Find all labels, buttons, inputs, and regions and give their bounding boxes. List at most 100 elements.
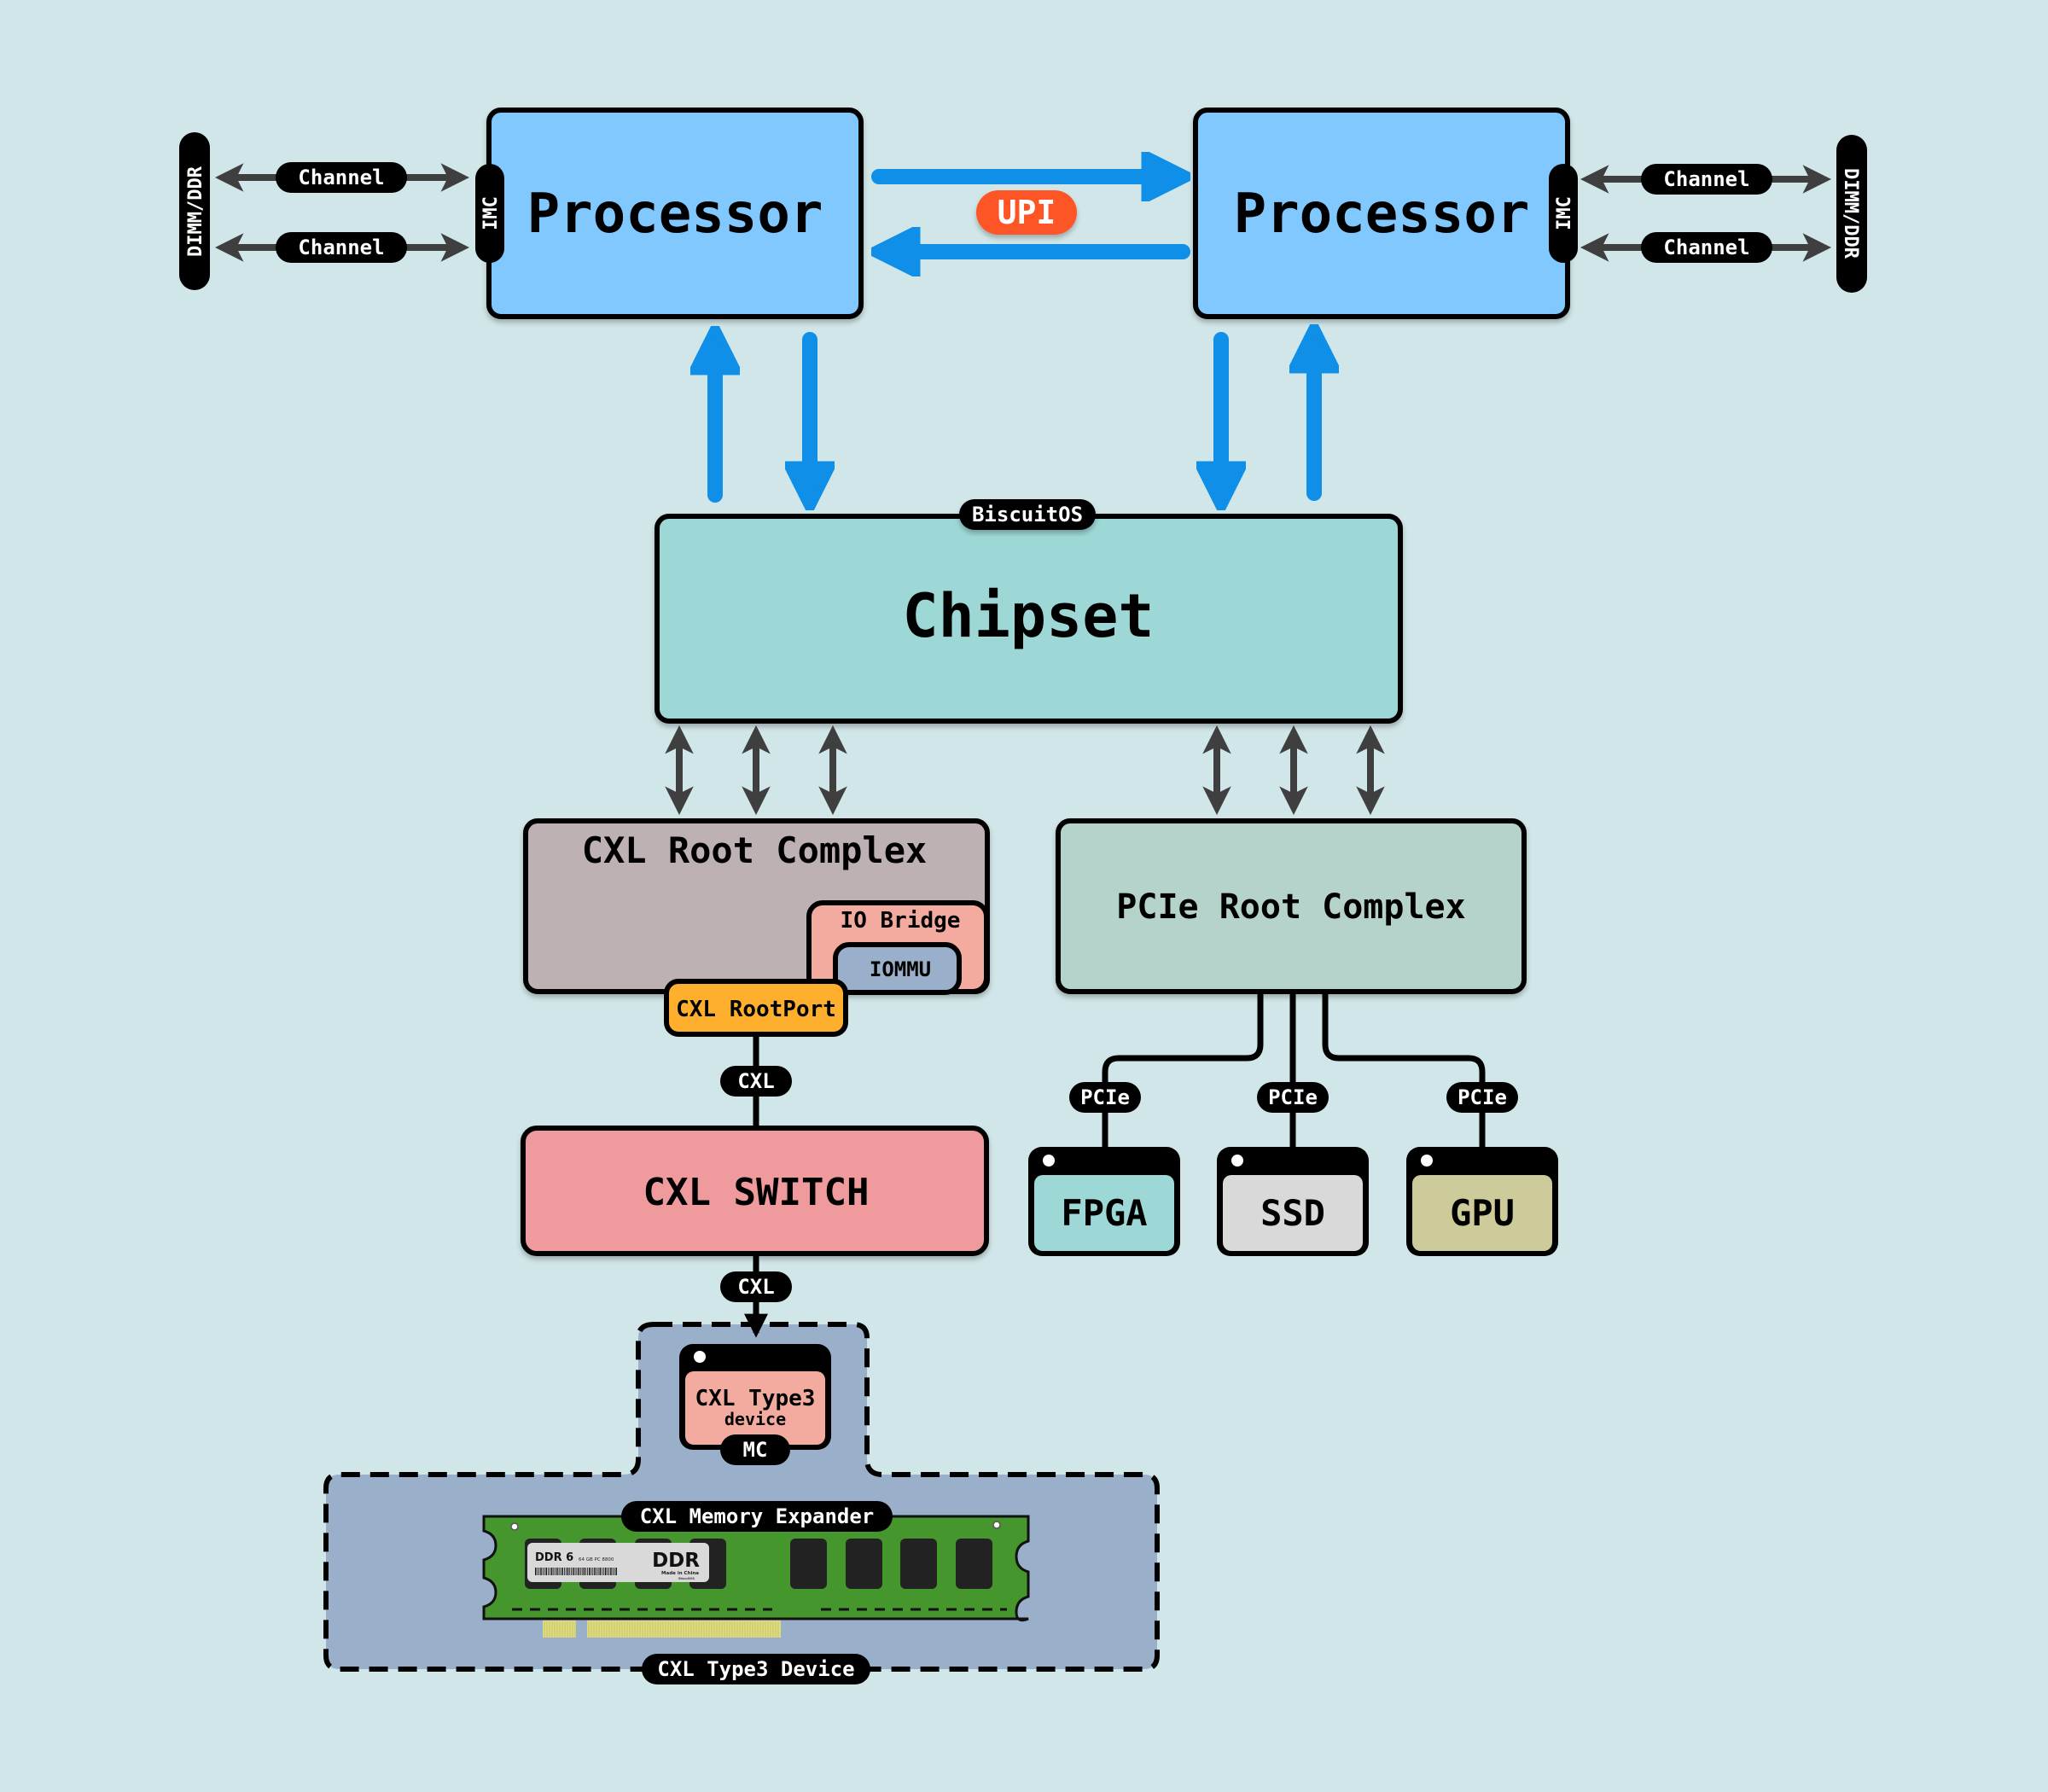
- fpga-label: FPGA: [1061, 1192, 1147, 1234]
- barcode-bar: [542, 1568, 544, 1575]
- left-processor-group: Processor IMC DIMM/DDR Channel Channel: [179, 108, 864, 319]
- barcode-bar: [615, 1568, 617, 1575]
- barcode-bar: [604, 1568, 607, 1575]
- pcie-device-ssd[interactable]: SSD: [1217, 1147, 1369, 1256]
- pcie-label-fpga: PCIe: [1080, 1085, 1130, 1109]
- dimm-sticker-model: DDR 6: [535, 1551, 573, 1564]
- dimm-chip-6: [846, 1539, 882, 1589]
- dimm-hole-right: [992, 1521, 1001, 1529]
- pcie-root-complex-box[interactable]: [1056, 818, 1527, 994]
- gpu-label: GPU: [1450, 1192, 1515, 1234]
- pcie-badge-fpga: [1069, 1082, 1141, 1113]
- barcode-bar: [553, 1568, 555, 1575]
- cxl-rootport-box[interactable]: [664, 979, 848, 1037]
- barcode-bar: [610, 1568, 612, 1575]
- barcode-bar: [567, 1568, 569, 1575]
- barcode-bar: [581, 1568, 583, 1575]
- type3-subtitle: device: [724, 1409, 786, 1429]
- barcode-bar: [558, 1568, 560, 1575]
- cxl-upper-label: CXL: [737, 1069, 774, 1093]
- right-imc-label: IMC: [1554, 196, 1575, 230]
- barcode-bar: [571, 1568, 572, 1575]
- pcie-wire-gpu: [1322, 993, 1486, 1149]
- left-imc-label: IMC: [480, 196, 502, 230]
- barcode-bar: [548, 1568, 549, 1575]
- upi-badge: [976, 190, 1077, 235]
- pcie-wires: [1102, 993, 1486, 1149]
- pcie-device-gpu[interactable]: GPU: [1406, 1147, 1558, 1256]
- barcode-bar: [594, 1568, 596, 1575]
- barcode-bar: [550, 1568, 553, 1575]
- memory-expander-badge: [621, 1501, 893, 1532]
- barcode-bar: [569, 1568, 571, 1575]
- type3-card-face: [685, 1371, 825, 1445]
- right-dimm-pill: [1836, 135, 1867, 293]
- right-channel-2-pill: [1641, 232, 1772, 263]
- pcie-device-fpga[interactable]: FPGA: [1028, 1147, 1180, 1256]
- gpu-card-led: [1421, 1155, 1433, 1167]
- barcode-bar: [585, 1568, 586, 1575]
- barcode-bar: [578, 1568, 579, 1575]
- right-dimm-label: DIMM/DDR: [1840, 168, 1861, 259]
- io-bridge-label: IO Bridge: [841, 908, 961, 934]
- dimm-hole-left: [510, 1522, 519, 1531]
- right-channel-2-label: Channel: [1663, 236, 1749, 259]
- biscuitos-badge: [959, 499, 1096, 530]
- dimm-chip-7: [900, 1539, 937, 1589]
- right-channel-1-label: Channel: [1663, 167, 1749, 191]
- pcie-label-ssd: PCIe: [1268, 1085, 1318, 1109]
- barcode-bar: [535, 1568, 537, 1575]
- barcode-bar: [603, 1568, 604, 1575]
- barcode-bar: [592, 1568, 594, 1575]
- barcode-bar: [599, 1568, 601, 1575]
- barcode-bar: [607, 1568, 608, 1575]
- dimm-chip-8: [956, 1539, 992, 1589]
- right-imc-pill: [1549, 164, 1578, 263]
- barcode-bar: [555, 1568, 556, 1575]
- dimm-sticker-origin: Made in China: [661, 1571, 699, 1576]
- dimm-sticker-barcode: [535, 1568, 617, 1575]
- cxl-type3-card[interactable]: CXL Type3 device MC: [679, 1344, 831, 1465]
- cxl-root-complex-group: CXL Root Complex IO Bridge IOMMU CXL Roo…: [523, 818, 990, 1037]
- dimm-chip-5: [790, 1539, 827, 1589]
- type3-group-label: CXL Type3 Device: [657, 1657, 854, 1681]
- barcode-bar: [587, 1568, 588, 1575]
- right-processor-group: Processor IMC DIMM/DDR Channel Channel: [1193, 108, 1867, 319]
- barcode-bar: [540, 1568, 542, 1575]
- barcode-bar: [574, 1568, 576, 1575]
- barcode-bar: [561, 1568, 563, 1575]
- barcode-bar: [564, 1568, 565, 1575]
- barcode-bar: [596, 1568, 597, 1575]
- barcode-bar: [612, 1568, 614, 1575]
- cxl-rootport-label: CXL RootPort: [676, 997, 836, 1022]
- pcie-badge-gpu: [1446, 1082, 1518, 1113]
- cxl-lower-label: CXL: [737, 1275, 774, 1299]
- mc-label: MC: [743, 1438, 768, 1462]
- barcode-bar: [589, 1568, 591, 1575]
- cxl-lower-badge: [720, 1271, 792, 1302]
- dimm-module: DDR 6 64 GB PC 8800 DDR Made in China Bi…: [482, 1501, 1030, 1638]
- gpu-card-face: [1412, 1175, 1552, 1251]
- ssd-card-led: [1231, 1155, 1243, 1167]
- dimm-pin-lines: [544, 1621, 779, 1638]
- cxl-switch-title: CXL SWITCH: [643, 1171, 870, 1214]
- cxl-upper-badge: [720, 1066, 792, 1097]
- left-channel-2-label: Channel: [298, 236, 384, 259]
- chipset-group: Chipset BiscuitOS: [655, 499, 1403, 724]
- pcie-label-gpu: PCIe: [1457, 1085, 1507, 1109]
- type3-title: CXL Type3: [695, 1386, 816, 1411]
- left-processor-title: Processor: [527, 183, 823, 246]
- iommu-box[interactable]: [833, 942, 962, 995]
- fpga-card-led: [1043, 1155, 1055, 1167]
- barcode-bar: [538, 1568, 540, 1575]
- dimm-pcb-fill: [482, 1515, 1030, 1622]
- dimm-sticker-spec: 64 GB PC 8800: [579, 1557, 614, 1562]
- dimm-sticker-brand: DDR: [652, 1550, 700, 1572]
- barcode-bar: [556, 1568, 558, 1575]
- left-dimm-pill: [179, 132, 210, 290]
- biscuitos-label: BiscuitOS: [972, 503, 1083, 527]
- upi-label: UPI: [998, 194, 1056, 231]
- ssd-card-face: [1223, 1175, 1363, 1251]
- barcode-bar: [591, 1568, 592, 1575]
